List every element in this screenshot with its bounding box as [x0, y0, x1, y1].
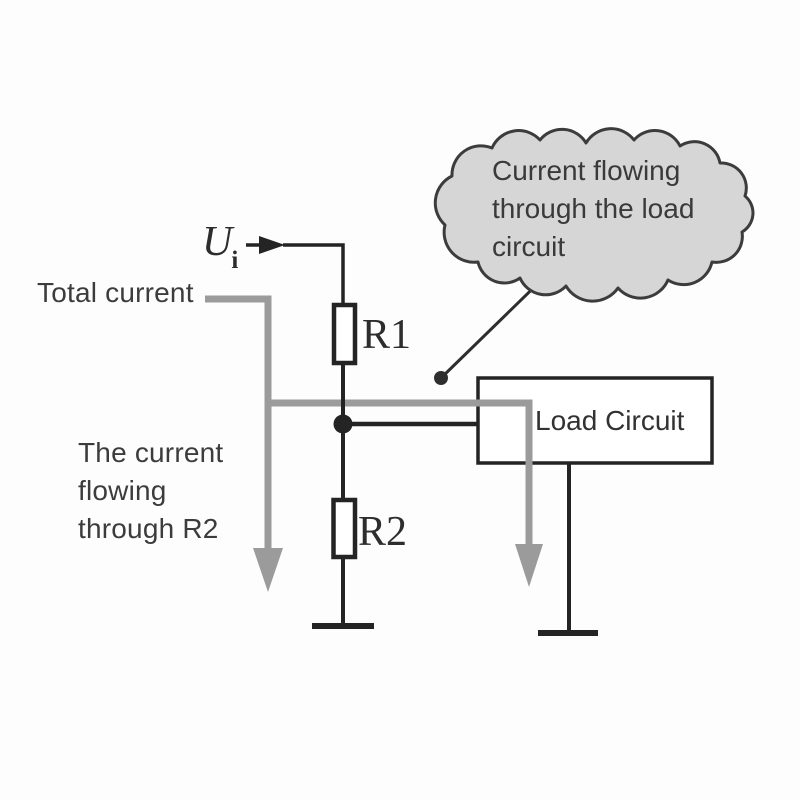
- r2-current-line-2: flowing: [78, 475, 167, 506]
- load-circuit-label: Load Circuit: [535, 404, 685, 436]
- input-voltage-label: Ui: [202, 219, 239, 273]
- cloud-callout: [433, 127, 755, 303]
- total-current-label: Total current: [37, 277, 194, 308]
- load-current-path: [268, 399, 533, 547]
- resistor-r1-label: R1: [362, 312, 412, 358]
- cloud-note-line-3: circuit: [492, 231, 566, 262]
- r2-current-line-1: The current: [78, 437, 224, 468]
- junction-dot: [333, 414, 353, 434]
- input-arrowhead-icon: [259, 236, 285, 254]
- cloud-note: Current flowing through the load circuit: [492, 152, 694, 266]
- load-current-arrowhead-icon: [515, 544, 543, 587]
- pointer-dot: [434, 371, 448, 385]
- cloud-note-line-1: Current flowing: [492, 155, 681, 186]
- resistor-r2-symbol: [331, 497, 358, 560]
- u-symbol: U: [202, 219, 233, 265]
- resistor-r1-symbol: [331, 302, 358, 366]
- gray-current-paths: [205, 295, 533, 551]
- resistor-r2-label: R2: [358, 509, 408, 555]
- load-circuit-box: [476, 376, 714, 465]
- total-current-arrowhead-icon: [253, 548, 283, 592]
- total-current-path: [205, 295, 272, 551]
- input-wire: [283, 243, 345, 306]
- cloud-note-line-2: through the load: [492, 193, 695, 224]
- r2-current-line-3: through R2: [78, 513, 219, 544]
- u-subscript: i: [231, 247, 239, 275]
- r2-current-label: The current flowing through R2: [78, 434, 223, 548]
